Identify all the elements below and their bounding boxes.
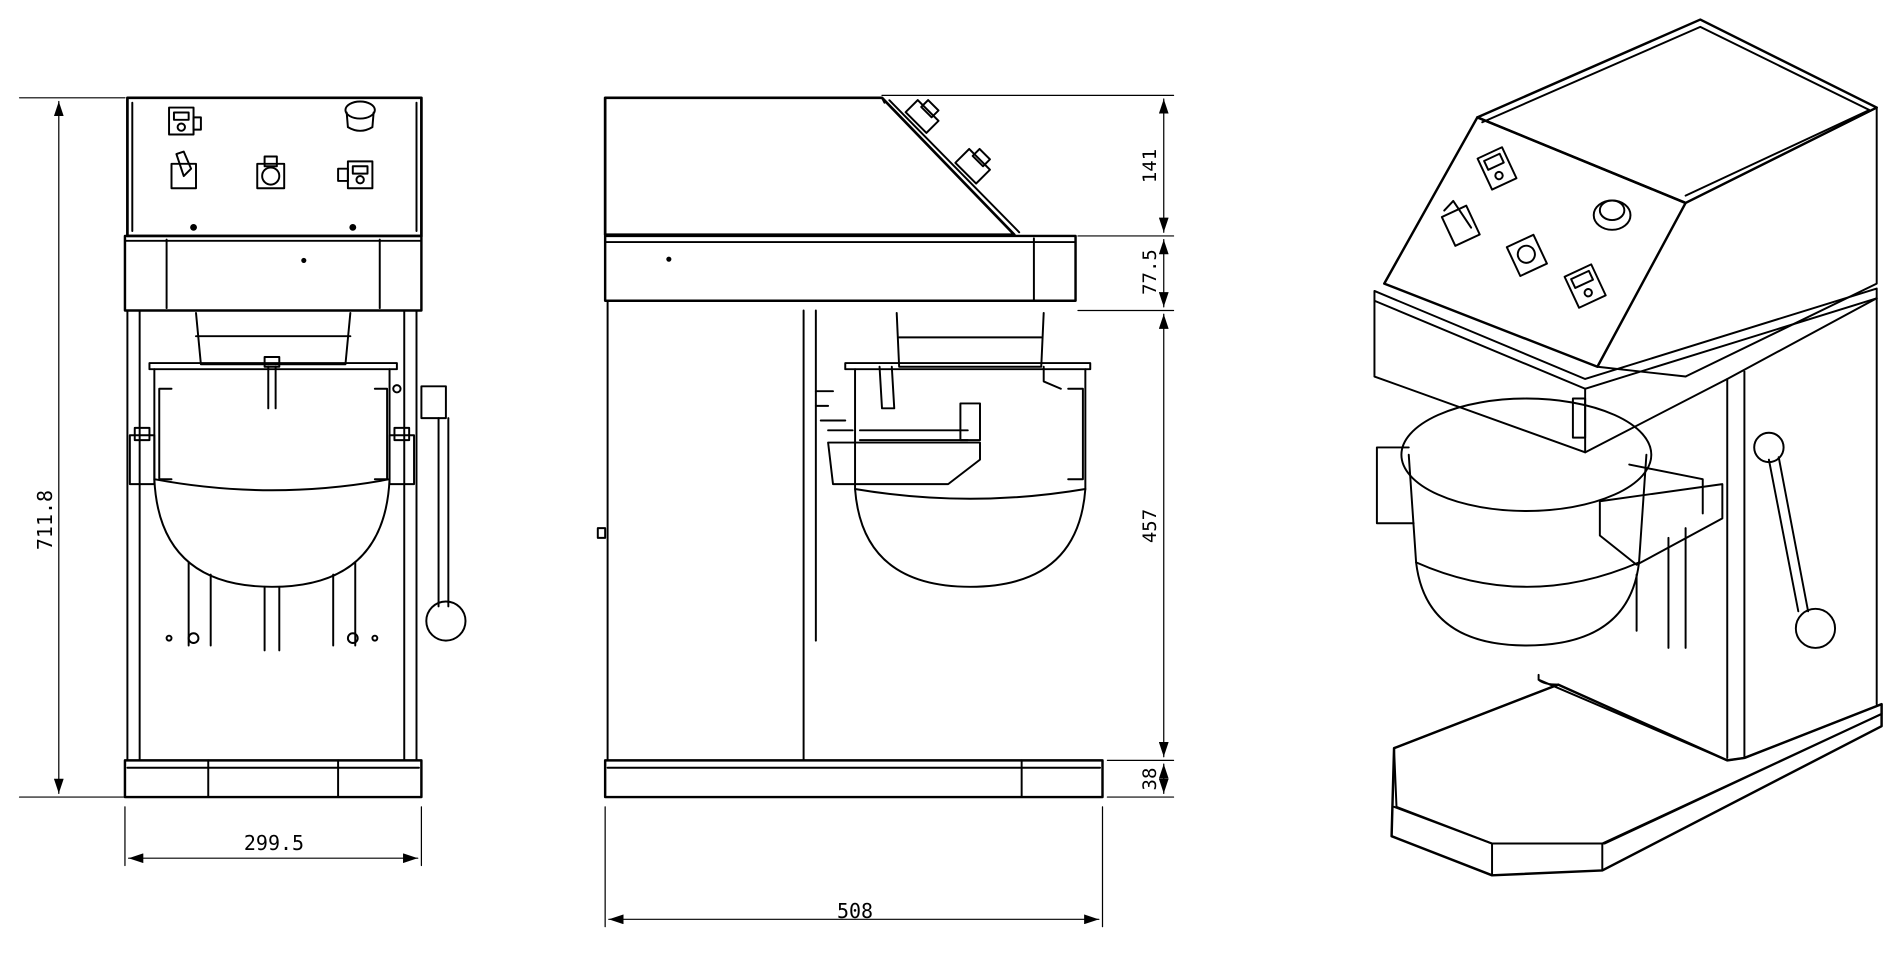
iso-control-top [1476, 18, 1878, 205]
iso-emergency-stop-icon [1592, 199, 1632, 231]
emergency-stop-icon [344, 100, 376, 132]
power-switch-icon [168, 106, 202, 136]
isometric-view [1373, 18, 1883, 877]
lift-lever-knob [425, 600, 467, 642]
selector-knob-icon [170, 150, 197, 190]
side-base [603, 759, 1104, 799]
start-switch-icon [337, 160, 374, 190]
dim-front-height: 711.8 [33, 490, 57, 550]
speed-knob-icon [256, 155, 286, 190]
front-view [18, 96, 467, 867]
dim-side-column-height: 457 [1139, 509, 1161, 543]
front-base [123, 759, 423, 799]
dim-side-width: 508 [837, 899, 873, 923]
side-emergency-stop-icon [904, 99, 940, 134]
side-head [603, 234, 1077, 302]
side-view [596, 94, 1175, 928]
iso-selector-knob-icon [1440, 199, 1481, 247]
dim-side-control-height: 141 [1139, 149, 1161, 183]
dim-front-width: 299.5 [244, 831, 304, 855]
iso-lift-lever-knob [1794, 607, 1837, 649]
iso-control-panel [1383, 116, 1687, 368]
iso-start-switch-icon [1563, 263, 1607, 309]
iso-base-plate [1390, 683, 1883, 877]
side-switch-icon [954, 147, 991, 185]
iso-speed-knob-icon [1505, 233, 1548, 277]
iso-power-switch-icon [1476, 146, 1518, 191]
front-head [123, 234, 423, 312]
dim-side-head-height: 77.5 [1139, 249, 1161, 295]
dim-side-base-height: 38 [1139, 768, 1161, 791]
